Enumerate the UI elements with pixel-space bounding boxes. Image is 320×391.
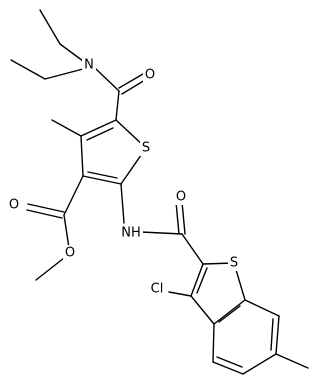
bond-c7a-c3a-inner [218,305,241,323]
bond-ester-c-o-single [63,214,70,249]
atom-label-s: S [142,141,150,156]
atom-o-amide2-carbonyl: O [174,189,188,205]
bond-c7-c6 [275,315,280,355]
bond-ethyl1-ch3 [39,9,61,45]
atom-s-benzothiophene: S [228,255,241,271]
bond-c2-c3-inner [87,171,118,179]
bond-carbonyl-o-double-b [121,79,146,95]
atom-label-o: O [65,246,75,261]
atom-cl-substituent: Cl [146,281,168,297]
bond-c4-methyl [51,119,82,137]
atom-label-o: O [9,198,19,213]
atom-label-o: O [145,68,155,83]
bond-c3-c4 [80,135,84,177]
bond-c2-nh [120,183,125,224]
bond-c3-c2prime-inner [196,267,208,294]
atom-label-cl: Cl [151,282,164,297]
atom-o-ester-methoxy: O [63,245,77,261]
bond-c4-c5 [80,119,117,137]
bond-c6-methyl [275,353,309,369]
bond-layer [10,9,309,375]
bond-c5-c4-inner [216,356,243,368]
bond-c6-c5 [242,353,277,375]
atom-label-o: O [176,190,186,205]
bond-c3-ester-c [63,175,84,216]
bond-nh-carbonyl [140,231,183,235]
bond-c3-cl [168,291,192,297]
atom-nh-amide: NH [119,225,143,241]
atom-s-thiophene: S [140,140,153,156]
bond-c2-c3 [82,175,122,185]
atom-n-diethylamide: N [82,57,96,73]
bond-c3-c2prime [190,263,204,297]
bond-carbonyl2-o-double-a [175,201,180,235]
bond-ester-c-o-double-b [26,209,63,219]
atom-o-ester-carbonyl: O [7,197,22,213]
bond-n-carbonyl [95,68,120,92]
bond-carbonyl2-o-double-b [181,201,186,235]
atom-o-amide-carbonyl: O [143,67,157,83]
bond-carbonyl-c5 [115,90,120,121]
bond-ethyl1-ch2-n [59,43,84,62]
bond-o-methoxy [35,257,65,281]
atom-label-s: S [230,256,238,271]
bond-ethyl2-ch2-n [44,68,84,80]
bond-ester-c-o-double-a [27,203,65,213]
bond-c4-c5-inner [86,127,114,141]
bond-carbonyl2-c2prime [181,233,204,265]
atom-label-n: N [84,58,94,73]
bond-c7a-c3a [213,299,246,325]
atom-label-layer: N O S O O NH O S [7,57,241,297]
bond-ethyl2-ch3 [10,59,46,80]
bond-c7-c6-inner [270,318,274,351]
bond-carbonyl-o-double-a [118,73,144,89]
atom-label-nh: NH [121,226,141,241]
bond-c7a-c7 [244,299,280,317]
bond-c3a-c3 [190,295,215,325]
bond-c4-c3a [212,323,215,363]
bond-c5-c4 [212,361,244,375]
